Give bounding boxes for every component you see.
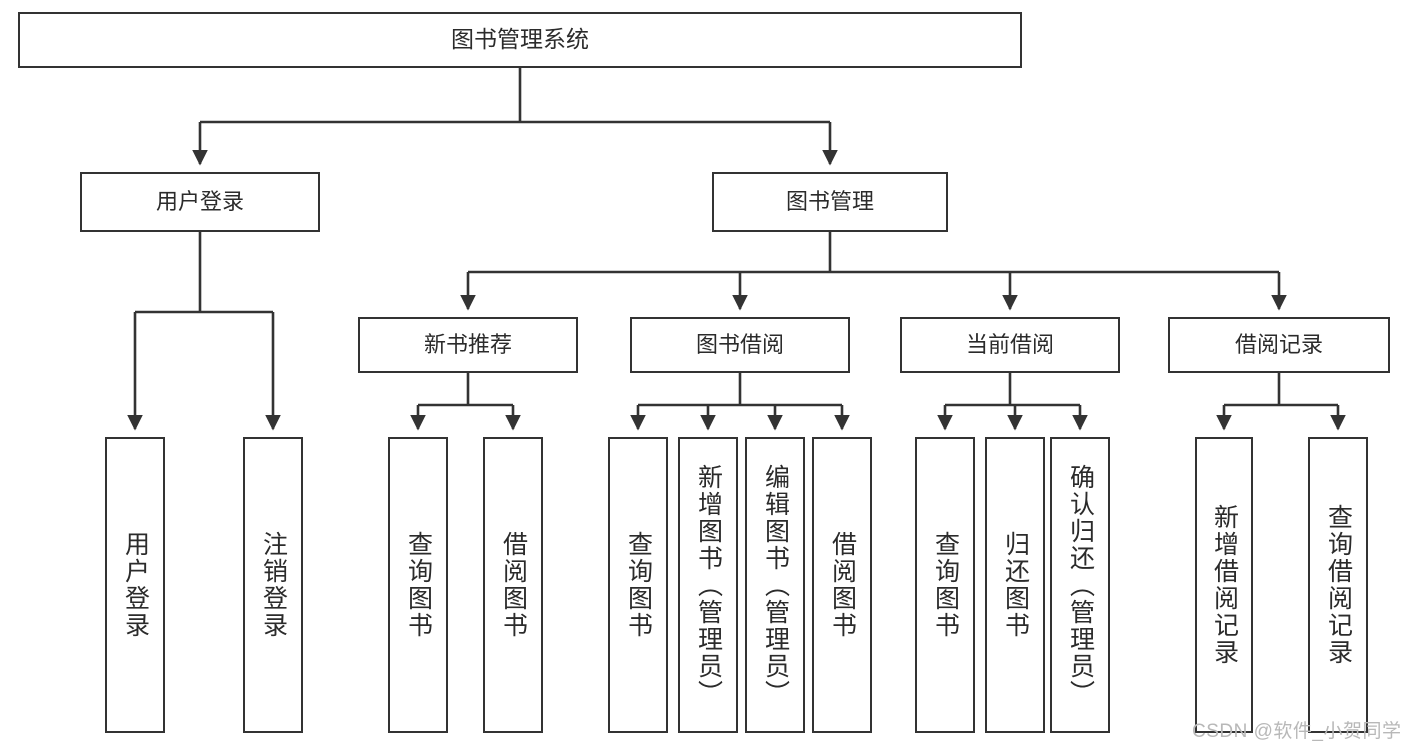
leaf-query-book-newrec[interactable]: 查询图书 xyxy=(388,437,448,733)
node-label: 用户登录 xyxy=(121,531,150,639)
leaf-return-book[interactable]: 归还图书 xyxy=(985,437,1045,733)
leaf-query-book-borrowing[interactable]: 查询图书 xyxy=(608,437,668,733)
leaf-borrow-book-newrec[interactable]: 借阅图书 xyxy=(483,437,543,733)
node-label: 借阅记录 xyxy=(1234,332,1323,358)
csdn-watermark: CSDN @软件_小贺同学 xyxy=(1192,721,1402,742)
node-label: 查询图书 xyxy=(931,531,960,639)
node-label: 注销登录 xyxy=(259,531,288,639)
leaf-user-login[interactable]: 用户登录 xyxy=(105,437,165,733)
node-label: 归还图书 xyxy=(1001,531,1030,639)
node-label: 新书推荐 xyxy=(423,332,512,358)
leaf-query-borrow-record[interactable]: 查询借阅记录 xyxy=(1308,437,1368,733)
leaf-confirm-return-admin[interactable]: 确认归还（管理员） xyxy=(1050,437,1110,733)
node-label: 查询借阅记录 xyxy=(1324,504,1353,666)
node-book-borrowing[interactable]: 图书借阅 xyxy=(630,317,850,373)
leaf-borrow-book-borrowing[interactable]: 借阅图书 xyxy=(812,437,872,733)
node-label: 查询图书 xyxy=(624,531,653,639)
leaf-add-borrow-record[interactable]: 新增借阅记录 xyxy=(1195,437,1253,733)
node-label: 借阅图书 xyxy=(499,531,528,639)
node-label: 新增借阅记录 xyxy=(1210,504,1239,666)
leaf-add-book-admin[interactable]: 新增图书（管理员） xyxy=(678,437,738,733)
node-label: 确认归还（管理员） xyxy=(1066,463,1095,707)
node-label: 查询图书 xyxy=(404,531,433,639)
leaf-edit-book-admin[interactable]: 编辑图书（管理员） xyxy=(745,437,805,733)
node-label: 借阅图书 xyxy=(828,531,857,639)
node-borrowing-record[interactable]: 借阅记录 xyxy=(1168,317,1390,373)
leaf-query-book-current[interactable]: 查询图书 xyxy=(915,437,975,733)
node-label: 图书借阅 xyxy=(695,332,784,358)
node-label: 当前借阅 xyxy=(965,332,1054,358)
node-book-management-system[interactable]: 图书管理系统 xyxy=(18,12,1022,68)
node-current-borrowing[interactable]: 当前借阅 xyxy=(900,317,1120,373)
node-label: 新增图书（管理员） xyxy=(694,463,723,707)
node-label: 图书管理 xyxy=(785,189,874,215)
node-label: 图书管理系统 xyxy=(451,26,589,53)
node-label: 用户登录 xyxy=(155,189,244,215)
node-book-management[interactable]: 图书管理 xyxy=(712,172,948,232)
node-new-book-recommendation[interactable]: 新书推荐 xyxy=(358,317,578,373)
node-user-login[interactable]: 用户登录 xyxy=(80,172,320,232)
leaf-user-logout[interactable]: 注销登录 xyxy=(243,437,303,733)
node-label: 编辑图书（管理员） xyxy=(761,463,790,707)
